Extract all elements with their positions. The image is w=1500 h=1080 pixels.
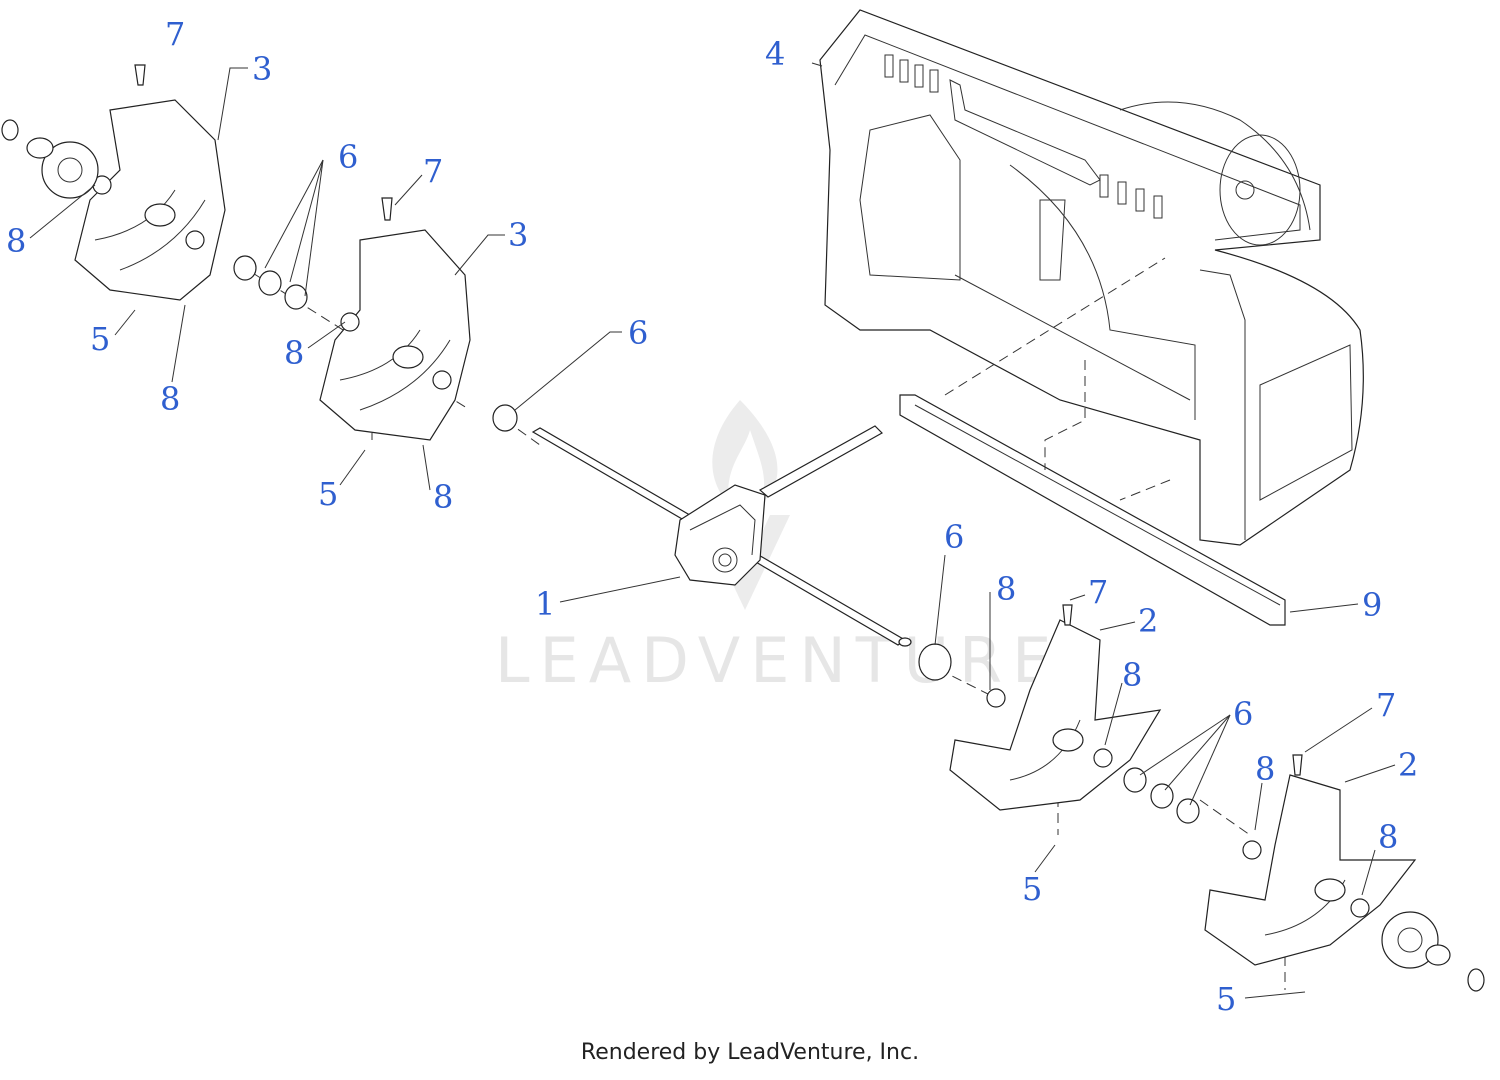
watermark-text: LEADVENTURE bbox=[495, 624, 1061, 697]
callout-8: 8 bbox=[1255, 750, 1275, 788]
right-auger-outer bbox=[1204, 754, 1485, 992]
callout-8: 8 bbox=[1122, 656, 1142, 694]
callout-7: 7 bbox=[1088, 573, 1108, 611]
callout-7: 7 bbox=[423, 152, 443, 190]
callout-9: 9 bbox=[1362, 586, 1382, 624]
auger-housing bbox=[819, 9, 1364, 546]
footer-credit: Rendered by LeadVenture, Inc. bbox=[580, 1040, 920, 1065]
callout-6: 6 bbox=[628, 314, 648, 352]
right-bushings bbox=[1123, 767, 1200, 824]
callout-2: 2 bbox=[1398, 746, 1418, 784]
callout-3: 3 bbox=[508, 216, 528, 254]
callout-5: 5 bbox=[1216, 980, 1236, 1018]
callout-4: 4 bbox=[765, 35, 785, 73]
callout-8: 8 bbox=[996, 570, 1016, 608]
leader-lines bbox=[29, 62, 1396, 999]
callouts: 7 3 6 7 3 8 5 8 8 6 5 8 4 1 6 8 7 2 9 8 … bbox=[6, 15, 1418, 1018]
left-bushings bbox=[233, 255, 518, 432]
callout-8: 8 bbox=[433, 478, 453, 516]
callout-5: 5 bbox=[1022, 870, 1042, 908]
callout-6: 6 bbox=[1233, 695, 1253, 733]
callout-5: 5 bbox=[318, 475, 338, 513]
callout-7: 7 bbox=[1376, 686, 1396, 724]
left-auger-outer bbox=[1, 64, 226, 301]
scraper-bar bbox=[899, 394, 1286, 626]
callout-3: 3 bbox=[252, 50, 272, 88]
callout-7: 7 bbox=[165, 15, 185, 53]
callout-6: 6 bbox=[338, 138, 358, 176]
callout-8: 8 bbox=[284, 334, 304, 372]
callout-5: 5 bbox=[90, 320, 110, 358]
callout-1: 1 bbox=[535, 585, 555, 623]
left-auger-inner bbox=[319, 197, 471, 441]
callout-8: 8 bbox=[6, 222, 26, 260]
callout-8: 8 bbox=[1378, 818, 1398, 856]
callout-8: 8 bbox=[160, 380, 180, 418]
callout-2: 2 bbox=[1138, 602, 1158, 640]
right-auger-inner bbox=[918, 604, 1162, 811]
auger-shaft-gearbox bbox=[531, 425, 912, 647]
callout-6: 6 bbox=[944, 518, 964, 556]
